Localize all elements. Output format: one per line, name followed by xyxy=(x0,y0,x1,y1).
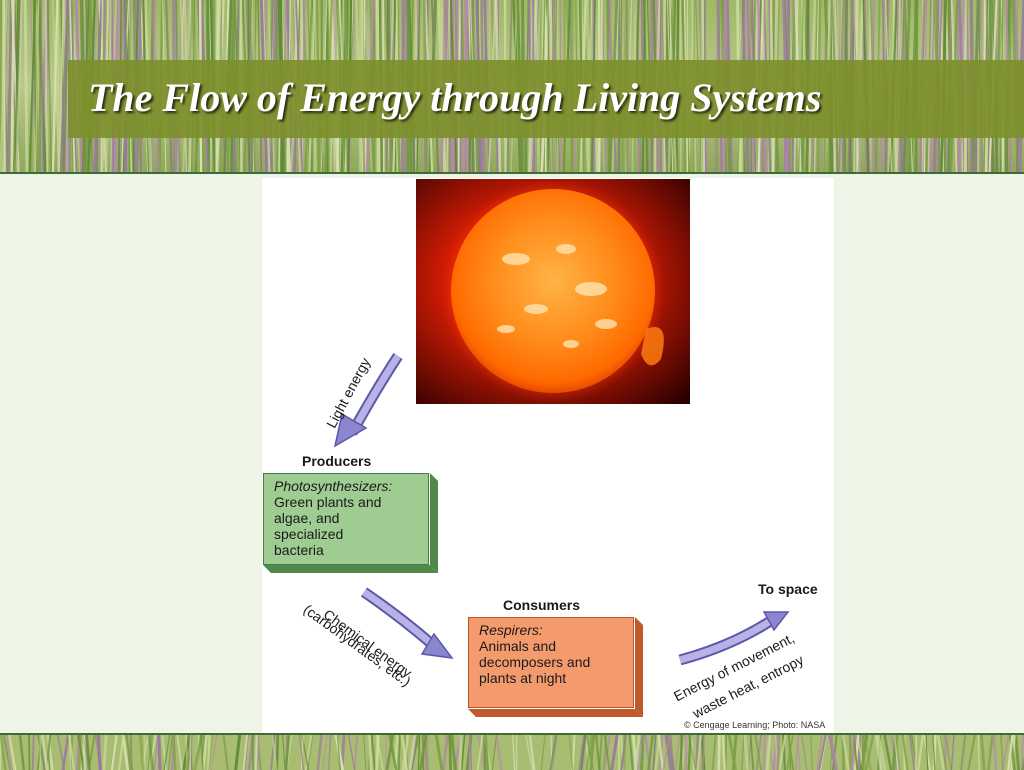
grass-footer-background xyxy=(0,733,1024,770)
producers-box: Photosynthesizers: Green plants and alga… xyxy=(263,473,429,565)
image-credit: © Cengage Learning; Photo: NASA xyxy=(684,720,826,730)
consumers-box: Respirers: Animals and decomposers and p… xyxy=(468,617,634,708)
chemical-energy-arrowhead xyxy=(420,632,454,659)
slide-title: The Flow of Energy through Living System… xyxy=(88,75,822,120)
energy-flow-arrows xyxy=(263,352,790,717)
grass-header-background xyxy=(0,0,1024,174)
consumers-role: Respirers: xyxy=(479,622,543,638)
consumers-description: Animals and decomposers and plants at ni… xyxy=(479,638,591,686)
sun-image xyxy=(416,179,690,404)
producers-heading: Producers xyxy=(302,453,372,469)
consumers-heading: Consumers xyxy=(503,597,581,613)
producers-role: Photosynthesizers: xyxy=(274,478,393,494)
producers-description: Green plants and algae, and specialized … xyxy=(274,494,382,558)
to-space-arrowhead xyxy=(762,611,790,632)
to-space-label: To space xyxy=(758,581,818,597)
title-band xyxy=(68,60,1024,138)
